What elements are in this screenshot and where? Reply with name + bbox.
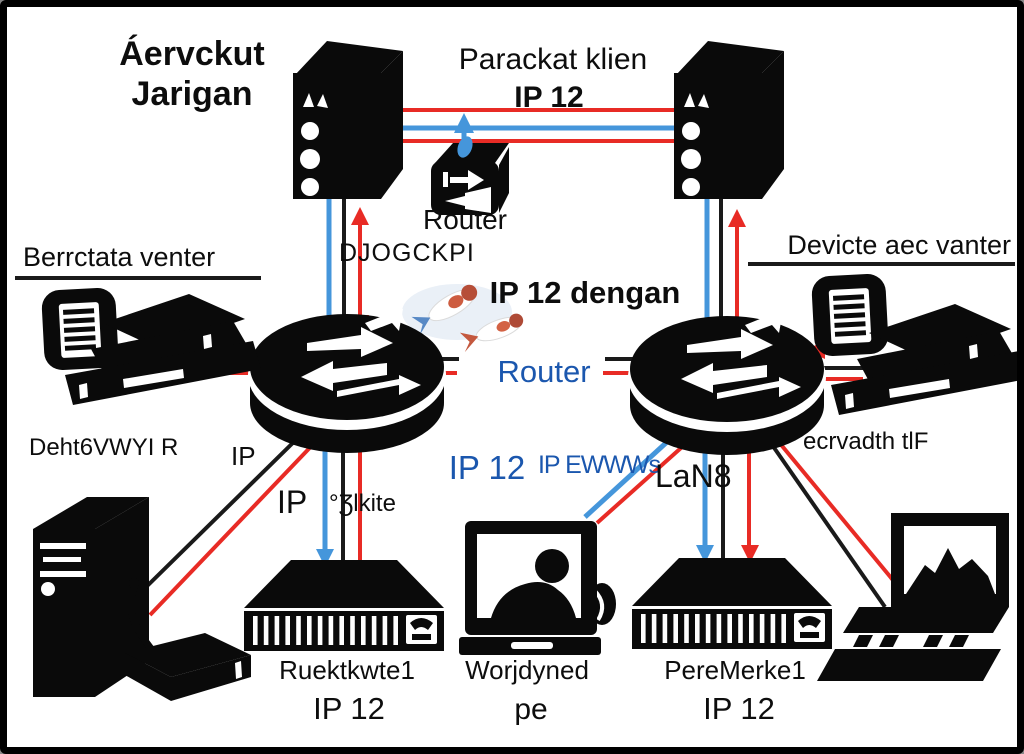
small-router-cube-icon: [431, 136, 509, 215]
server-tower-right-icon: [674, 41, 784, 199]
desktop-pc-tower-icon: [33, 497, 251, 701]
top-router-label: Router: [423, 204, 507, 235]
cisco-router-right-icon: [628, 309, 826, 455]
rack-switch-right-icon: [632, 558, 832, 649]
garbled-dogckpi-label: DJOGCKPI: [339, 239, 475, 267]
client-label-line2: IP 12: [514, 81, 584, 114]
workstation-ip-label: pe: [514, 693, 547, 726]
document-badge-right-icon: [810, 273, 890, 357]
rack-right-ip-label: IP 12: [703, 691, 775, 726]
rack-right-name-label: PereMerke1: [664, 655, 806, 685]
koi-fish-watermark: [402, 284, 524, 353]
ip12-blue-label: IP 12: [449, 449, 525, 486]
workstation-monitor-icon: [459, 521, 616, 655]
ip-upper-label: IP: [231, 441, 256, 471]
ip-lower-label: IP: [277, 484, 307, 520]
alkite-label: °Ʒlkite: [329, 490, 396, 517]
network-diagram: Áervckut Jarigan Parackat klien IP 12 Ro…: [15, 35, 1017, 726]
laptop-icon: [817, 513, 1009, 681]
left-printer-label: Deht6VWYI R: [29, 434, 178, 461]
right-panel-label: Devicte aec vanter: [787, 230, 1011, 260]
ip-dengan-label: IP 12 dengan: [490, 275, 681, 310]
rack-switch-left-icon: [244, 560, 444, 651]
right-printer-label: ecrvadth tlF: [803, 428, 928, 455]
lan-label: LaN8: [655, 458, 732, 494]
rack-left-ip-label: IP 12: [313, 691, 385, 726]
workstation-name-label: Worjdyned: [465, 655, 589, 685]
diagram-title-line1: Áervckut: [119, 35, 265, 73]
diagram-title-line2: Jarigan: [132, 75, 253, 113]
client-label-line1: Parackat klien: [459, 43, 647, 76]
left-panel-label: Berrctata venter: [23, 242, 215, 272]
server-tower-left-icon: [293, 41, 403, 199]
rack-left-name-label: Ruektkwte1: [279, 655, 415, 685]
ip-ewwws-label: IP EWWWs: [538, 451, 661, 479]
mid-router-label: Router: [497, 354, 590, 389]
